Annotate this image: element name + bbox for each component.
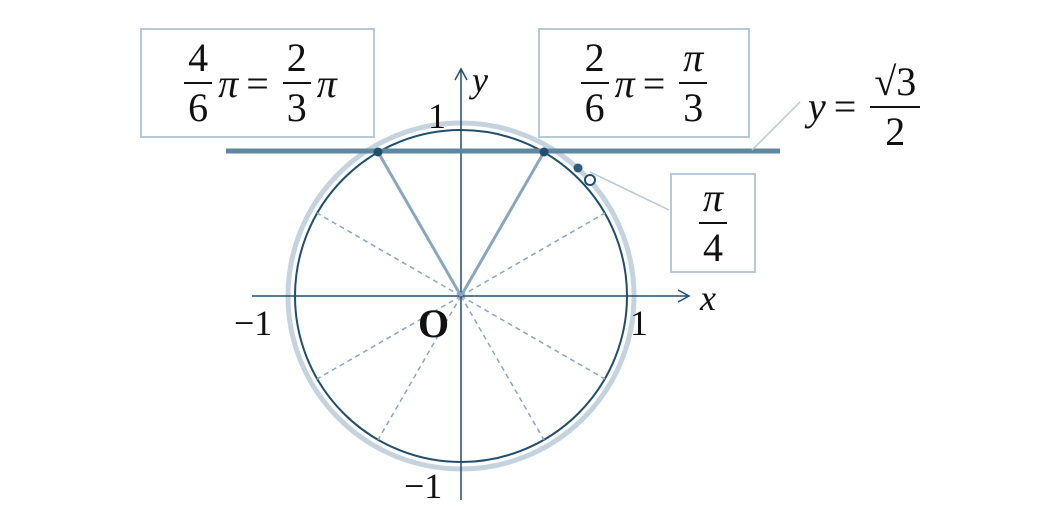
tick-x-neg1: −1	[234, 303, 273, 343]
y-var: y	[808, 84, 826, 129]
radius-pi3	[459, 151, 546, 297]
tick-x-1: 1	[630, 303, 648, 343]
x-axis-arrow	[677, 289, 691, 303]
pi-symbol: π	[316, 60, 337, 106]
origin-label: O	[418, 301, 450, 346]
denominator: 6	[584, 85, 605, 130]
equals: =	[642, 60, 666, 106]
equals: =	[246, 60, 269, 106]
numerator: 2	[282, 38, 311, 84]
numerator: √3	[870, 62, 921, 108]
point-pi3	[539, 147, 549, 157]
numerator: π	[679, 38, 708, 84]
leader-line-eq	[751, 101, 801, 151]
x-axis-label: x	[700, 278, 716, 318]
denominator: 4	[702, 225, 723, 270]
point-pi4-marker	[573, 163, 583, 173]
tick-y-1: 1	[428, 96, 446, 136]
y-axis-arrow	[454, 67, 468, 81]
pi-symbol: π	[614, 60, 635, 106]
denominator: 2	[885, 109, 906, 154]
numerator: π	[698, 178, 728, 224]
denominator: 3	[286, 85, 307, 130]
point-2pi3	[373, 147, 383, 157]
leader-line-pi4	[589, 171, 670, 211]
point-pi4-open	[584, 174, 596, 186]
pi-symbol: π	[218, 60, 239, 106]
y-axis-label: y	[472, 60, 488, 100]
dashed-radii	[316, 212, 606, 441]
denominator: 3	[683, 85, 704, 130]
equals: =	[833, 84, 857, 129]
denominator: 6	[188, 85, 209, 130]
radius-2pi3	[376, 151, 463, 297]
tick-y-neg1: −1	[404, 466, 443, 506]
numerator: 4	[184, 38, 213, 84]
numerator: 2	[580, 38, 609, 84]
